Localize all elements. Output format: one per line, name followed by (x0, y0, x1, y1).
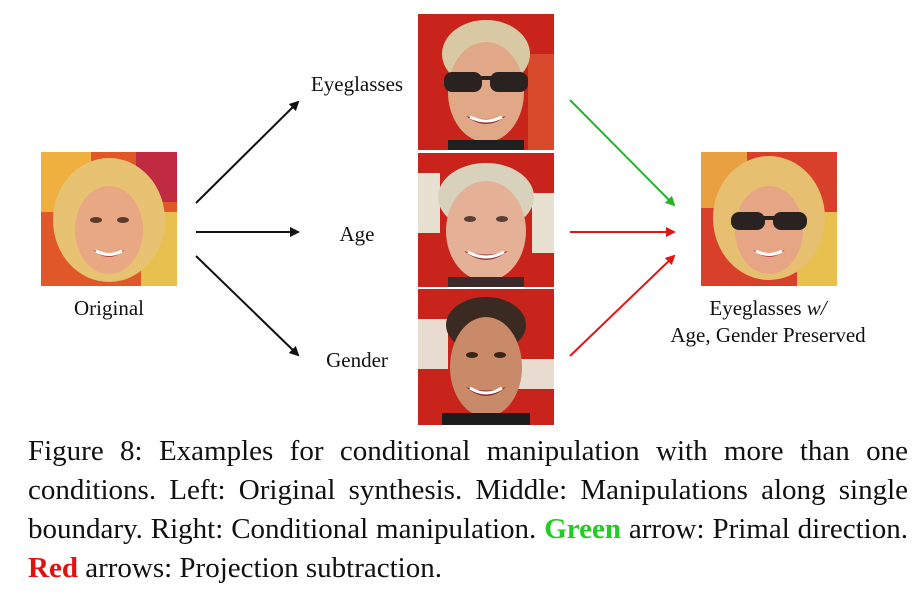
label-age: Age (339, 222, 375, 246)
gender-face-image (418, 289, 554, 425)
arrow-to-gender (195, 255, 300, 357)
original-face-image (41, 152, 177, 286)
label-original: Original (74, 296, 144, 320)
age-face-image (418, 153, 554, 287)
label-result-line2: Age, Gender Preserved (670, 323, 866, 347)
label-result-line1: Eyeglasses w/ (709, 295, 826, 321)
caption-part3: arrows: Projection subtraction. (77, 552, 442, 584)
label-result-main: Eyeglasses (709, 296, 807, 320)
caption-red-word: Red (28, 552, 78, 584)
label-eyeglasses: Eyeglasses (310, 72, 404, 96)
primal-arrow-green (569, 99, 676, 207)
label-result-with: w/ (806, 296, 827, 320)
figure-caption: Figure 8: Examples for conditional manip… (28, 432, 908, 588)
caption-green-word: Green (544, 513, 621, 545)
figure-panel: Original Eyeglasses Age Gender Eyeglasse… (41, 14, 866, 425)
caption-part2: arrow: Primal direction. (620, 513, 908, 545)
result-face-image (701, 152, 837, 286)
projection-arrow-red-gender (569, 254, 676, 357)
label-gender: Gender (326, 348, 388, 372)
eyeglasses-face-image (418, 14, 554, 150)
arrows-layer (195, 99, 676, 357)
caption-part1: Figure 8: Examples for conditional manip… (28, 435, 908, 545)
arrow-to-eyeglasses (195, 100, 300, 204)
